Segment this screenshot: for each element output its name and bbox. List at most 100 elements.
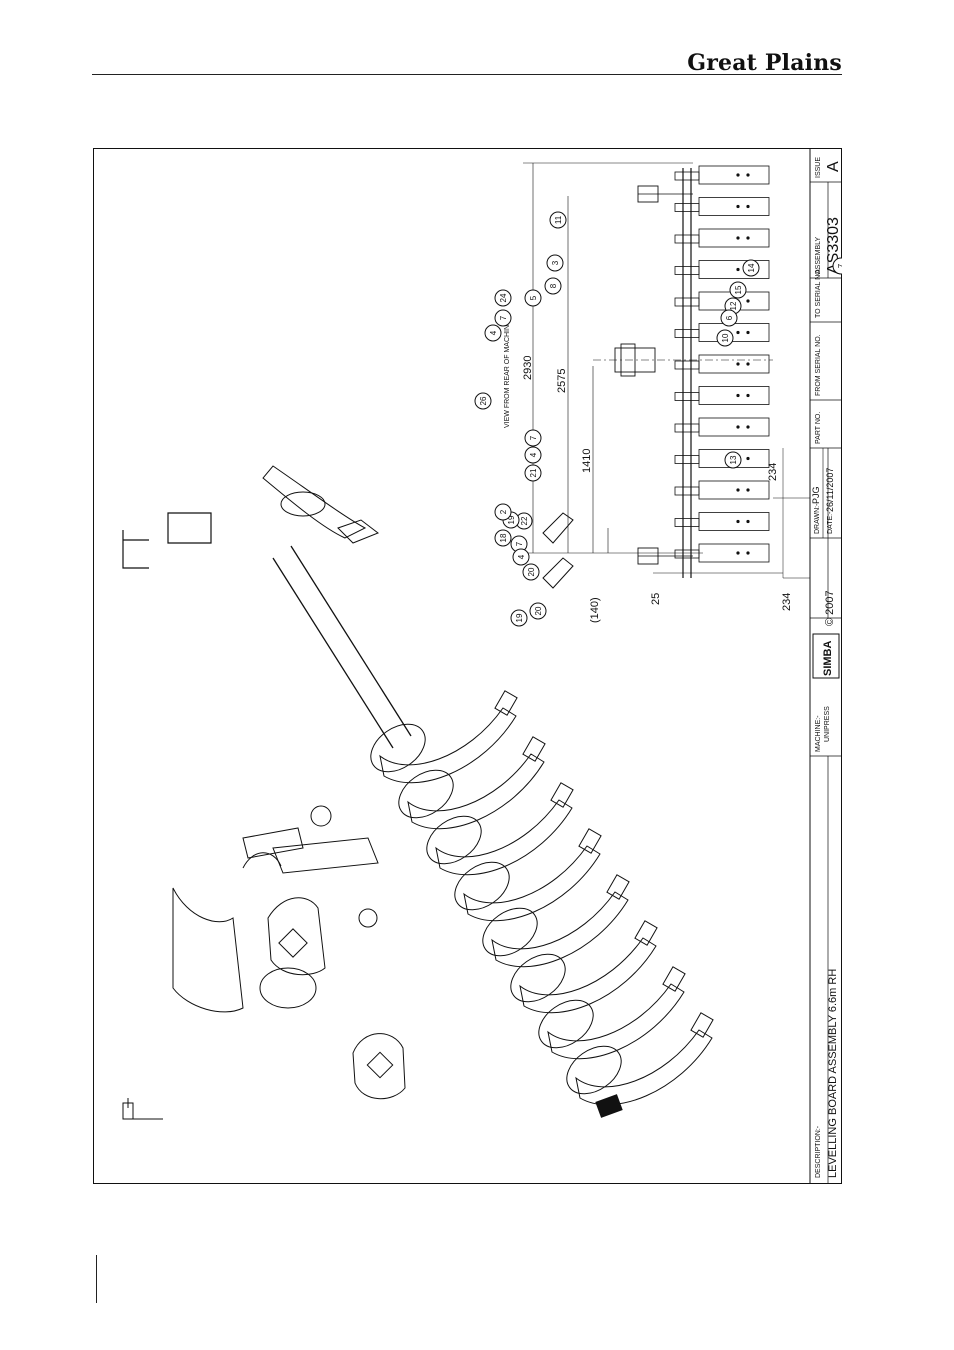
from-serial-label: FROM SERIAL NO. — [815, 334, 822, 396]
sheet-frame — [93, 148, 842, 1184]
callout-22: 22 — [515, 512, 533, 530]
dim-2575: 2575 — [556, 369, 568, 393]
callout-13: 13 — [724, 451, 742, 469]
callout-label: 20 — [527, 567, 536, 576]
description-label: DESCRIPTION:- — [815, 1125, 822, 1178]
callout-14: 14 — [742, 259, 760, 277]
callout-2: 2 — [494, 503, 512, 521]
dim-1410: 1410 — [581, 449, 593, 473]
levelling-board — [538, 966, 686, 1060]
levelling-board — [398, 736, 546, 830]
machine-value: UNIPRESS — [824, 706, 831, 742]
assembly-drawing: DESCRIPTION:- LEVELLING BOARD ASSEMBLY 6… — [93, 148, 842, 1184]
rear-blade — [674, 354, 770, 374]
callout-5: 5 — [524, 289, 542, 307]
callout-4: 4 — [512, 548, 530, 566]
issue-label: ISSUE — [815, 157, 822, 178]
callout-6: 6 — [720, 309, 738, 327]
callout-26: 26 — [474, 392, 492, 410]
rear-blade — [674, 417, 770, 437]
drawing-sheet: DESCRIPTION:- LEVELLING BOARD ASSEMBLY 6… — [93, 148, 842, 1184]
callout-bubbles: 1865172325472547162597971415126101310113… — [474, 211, 842, 627]
callout-label: 12 — [729, 301, 738, 310]
levelling-board — [370, 690, 518, 784]
levelling-board — [426, 782, 574, 876]
callout-7: 7 — [832, 257, 842, 275]
copyright: © 2007 — [824, 590, 836, 626]
levelling-board — [482, 874, 630, 968]
description-value: LEVELLING BOARD ASSEMBLY 6.6m RH — [827, 969, 839, 1178]
part-no-label: PART NO. — [815, 412, 822, 444]
header-rule — [92, 74, 842, 75]
callout-label: 4 — [529, 452, 538, 457]
footer-margin-rule — [96, 1255, 97, 1303]
callout-20: 20 — [529, 602, 547, 620]
callout-label: 13 — [729, 455, 738, 464]
dim-234-bottom: 234 — [781, 593, 793, 611]
drawn-label: DRAWN:- — [814, 503, 821, 534]
rear-blade — [674, 197, 770, 216]
logo-text: SIMBA — [822, 641, 834, 677]
callout-21: 21 — [524, 464, 542, 482]
callout-7: 7 — [510, 535, 528, 553]
rear-blade — [674, 480, 770, 500]
drawn-value: PJG — [811, 486, 821, 504]
callout-10: 10 — [716, 329, 734, 347]
title-block: DESCRIPTION:- LEVELLING BOARD ASSEMBLY 6… — [809, 148, 842, 1183]
callout-11: 11 — [549, 211, 567, 229]
callout-label: 11 — [554, 215, 563, 224]
callout-7: 7 — [494, 309, 512, 327]
dim-25: 25 — [650, 593, 662, 605]
callout-label: 19 — [515, 613, 524, 622]
rear-blade — [674, 449, 770, 468]
callout-label: 4 — [489, 330, 498, 335]
rear-view-caption: VIEW FROM REAR OF MACHINE — [504, 320, 511, 428]
callout-label: 6 — [725, 315, 734, 320]
callout-15: 15 — [729, 281, 747, 299]
rear-blade — [674, 512, 770, 531]
callout-19: 19 — [510, 609, 528, 627]
callout-label: 22 — [520, 516, 529, 525]
callout-label: 2 — [499, 509, 508, 514]
issue-value: A — [825, 161, 842, 172]
callout-label: 8 — [549, 283, 558, 288]
assembly-label: ASSEMBLY — [815, 236, 822, 274]
callout-18: 18 — [494, 529, 512, 547]
rear-blade — [674, 260, 770, 279]
callout-label: 10 — [721, 333, 730, 342]
machine-label: MACHINE:- — [815, 715, 822, 752]
rear-blade — [674, 291, 770, 311]
to-serial-label: TO SERIAL NO. — [815, 267, 822, 318]
callout-label: 5 — [529, 295, 538, 300]
simba-logo: SIMBA — [812, 633, 840, 679]
callout-20: 20 — [522, 563, 540, 581]
callout-24: 24 — [494, 289, 512, 307]
callout-label: 26 — [479, 396, 488, 405]
callout-label: 24 — [499, 293, 508, 302]
callout-8: 8 — [544, 277, 562, 295]
levelling-board — [454, 828, 602, 922]
callout-label: 14 — [747, 263, 756, 272]
rear-blade — [674, 165, 770, 185]
callout-label: 7 — [837, 263, 842, 268]
callout-label: 19 — [507, 515, 516, 524]
callout-label: 4 — [517, 554, 526, 559]
callout-label: 7 — [499, 315, 508, 320]
rear-blade — [674, 386, 770, 405]
rear-blade — [674, 228, 770, 248]
callout-label: 18 — [499, 533, 508, 542]
exploded-view — [122, 465, 714, 1120]
dim-234-top: 234 — [767, 463, 779, 481]
callout-label: 7 — [529, 435, 538, 440]
callout-label: 20 — [534, 606, 543, 615]
brand-logo-text: Great Plains — [687, 50, 842, 76]
date-label: DATE:- — [827, 511, 834, 534]
callout-label: 15 — [734, 285, 743, 294]
dim-2930: 2930 — [522, 356, 534, 380]
rear-view — [523, 162, 810, 579]
levelling-board — [510, 920, 658, 1014]
dim-140: (140) — [589, 597, 601, 623]
callout-label: 21 — [529, 468, 538, 477]
callout-3: 3 — [546, 254, 564, 272]
callout-label: 3 — [551, 260, 560, 265]
